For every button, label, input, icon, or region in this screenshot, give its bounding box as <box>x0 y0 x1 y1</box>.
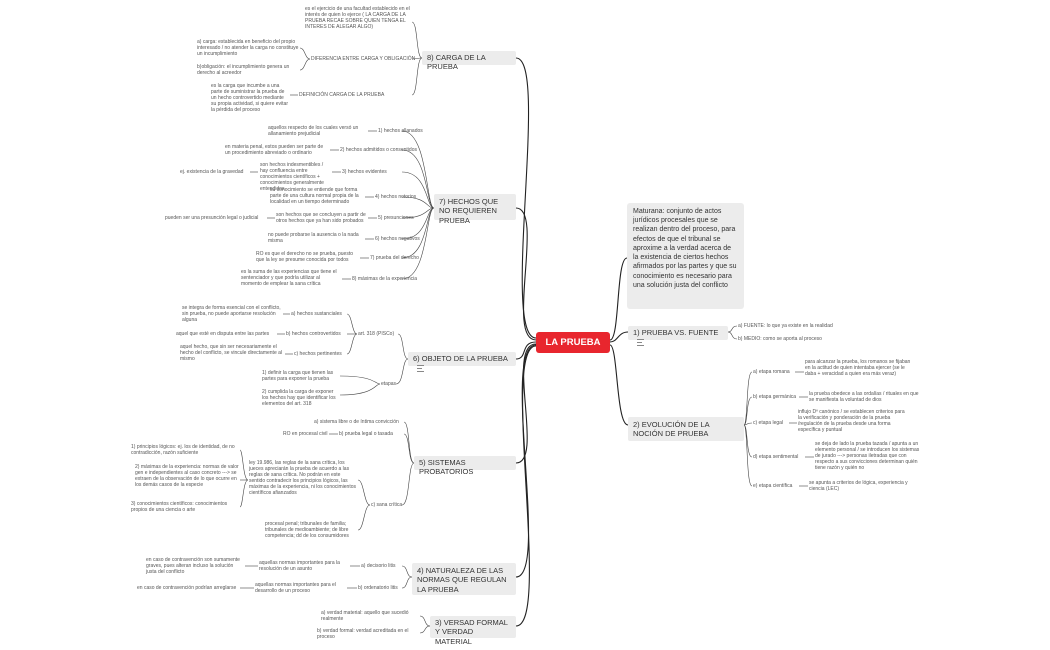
definition-note[interactable]: Maturana: conjunto de actos jurídicos pr… <box>627 203 744 309</box>
topic6-art-318[interactable]: art. 318 (PISCo) <box>358 331 395 337</box>
topic-label: 1) PRUEBA VS. FUENTE <box>633 328 719 337</box>
topic-naturaleza-normas[interactable]: 4) NATURALEZA DE LAS NORMAS QUE REGULAN … <box>412 563 516 595</box>
topic4-decisorio-litis-text[interactable]: aquellas normas importantes para la reso… <box>259 560 340 573</box>
topic7-item-1[interactable]: 1) hechos allanados <box>378 128 423 134</box>
topic4-decisorio-litis-note[interactable]: en caso de contravención son sumamente g… <box>146 557 240 576</box>
topic6-etapa-1[interactable]: 1) definir la carga que tienen las parte… <box>262 370 334 383</box>
topic8-diff-carga[interactable]: a) carga: establecida en beneficio del p… <box>197 39 299 58</box>
topic7-item-6[interactable]: 6) hechos negativos <box>375 236 420 242</box>
topic-objeto-de-la-prueba[interactable]: 6) OBJETO DE LA PRUEBA <box>408 352 516 372</box>
topic2-etapa-germanica-text[interactable]: la prueba obedece a las ordalías / ritua… <box>809 391 919 404</box>
topic2-etapa-sentimental-text[interactable]: se deja de lado la prueba tazada / apunt… <box>815 441 920 472</box>
topic5-sana-critica-text-2[interactable]: procesal penal; tribunales de familia; t… <box>265 521 349 540</box>
topic2-etapa-legal[interactable]: c) etapa legal <box>753 420 784 426</box>
topic8-definicion-text[interactable]: es la carga que incumbe a una parte de s… <box>211 83 288 114</box>
topic7-item-2[interactable]: 2) hechos admitidos o consentidos <box>340 147 417 153</box>
notes-icon <box>637 338 644 346</box>
topic6-hechos-sustanciales-text[interactable]: se integra de forma esencial con el conf… <box>182 305 281 324</box>
topic-carga-de-la-prueba[interactable]: 8) CARGA DE LA PRUEBA <box>422 51 516 71</box>
topic2-etapa-romana[interactable]: a) etapa romana <box>753 369 790 375</box>
topic5-prueba-legal-note[interactable]: RO en procesal civil <box>283 431 328 437</box>
topic4-ordenatorio-litis[interactable]: b) ordenatorio litis <box>358 585 398 591</box>
root-topic[interactable]: LA PRUEBA <box>536 332 610 353</box>
topic7-item-3[interactable]: 3) hechos evidentes <box>342 169 387 175</box>
topic-verdad-formal-material[interactable]: 3) VERSAD FORMAL Y VERDAD MATERIAL <box>430 616 516 646</box>
topic7-item-3-note[interactable]: ej. existencia de la gravedad <box>180 169 244 175</box>
topic6-hechos-sustanciales[interactable]: a) hechos sustanciales <box>291 311 342 317</box>
topic7-item-1-text[interactable]: aquellos respecto de los cuales versó un… <box>268 125 359 138</box>
topic7-item-4[interactable]: 4) hechos notorios <box>375 194 417 200</box>
topic7-item-3-text[interactable]: son hechos indesmentibles / hay confluen… <box>260 162 324 193</box>
topic8-diferencia[interactable]: DIFERENCIA ENTRE CARGA Y OBLIGACIÓN <box>311 56 416 62</box>
topic7-item-5[interactable]: 5) presunciones <box>378 215 414 221</box>
topic3-verdad-material[interactable]: a) verdad material: aquello que sucedió … <box>321 610 409 623</box>
topic7-item-6-text[interactable]: no puede probarse la ausencia o la nada … <box>268 232 359 245</box>
topic3-verdad-formal[interactable]: b) verdad formal: verdad acreditada en e… <box>317 628 409 641</box>
topic8-top-text[interactable]: es el ejercicio de una facultad establec… <box>305 6 410 31</box>
topic7-item-2-text[interactable]: en materia penal, estos pueden ser parte… <box>225 144 324 157</box>
topic8-definicion[interactable]: DEFINICIÓN CARGA DE LA PRUEBA <box>299 92 385 98</box>
topic6-etapa-2[interactable]: 2) cumplida la carga de exponer los hech… <box>262 389 336 408</box>
topic7-item-5-note[interactable]: pueden ser una presunción legal o judici… <box>165 215 259 221</box>
topic2-etapa-sentimental[interactable]: d) etapa sentimental <box>753 454 799 460</box>
notes-icon <box>417 364 424 372</box>
topic-evolucion[interactable]: 2) EVOLUCIÓN DE LA NOCIÓN DE PRUEBA <box>628 417 744 441</box>
topic6-hechos-pertinentes-text[interactable]: aquel hecho, que sin ser necesariamente … <box>180 344 283 363</box>
topic7-item-4-text[interactable]: su conocimiento se entiende que forma pa… <box>270 187 359 206</box>
topic8-diff-obligacion[interactable]: b)obligación: el incumplimiento genera u… <box>197 64 290 77</box>
topic5-prueba-legal[interactable]: b) prueba legal o tasada <box>339 431 393 437</box>
topic2-etapa-cientifica[interactable]: e) etapa científica <box>753 483 793 489</box>
topic-prueba-vs-fuente[interactable]: 1) PRUEBA VS. FUENTE <box>628 326 728 346</box>
topic2-etapa-romana-text[interactable]: para alcanzar la prueba, los romanos se … <box>805 359 911 378</box>
topic6-hechos-pertinentes[interactable]: c) hechos pertinentes <box>294 351 342 357</box>
topic7-item-8[interactable]: 8) máximas de la experiencia <box>352 276 418 282</box>
topic2-etapa-germanica[interactable]: b) etapa germánica <box>753 394 797 400</box>
topic6-etapas[interactable]: etapas <box>381 381 397 387</box>
topic6-hechos-controvertidos-text[interactable]: aquel que esté en disputa entre las part… <box>176 331 270 337</box>
topic2-etapa-cientifica-text[interactable]: se apunta a criterios de lógica, experie… <box>809 480 908 493</box>
topic5-sana-critica[interactable]: c) sana crítica <box>371 502 403 508</box>
topic1-item-medio[interactable]: b) MEDIO: como se aporta al proceso <box>738 336 822 342</box>
topic2-etapa-legal-text[interactable]: influjo Dº canónico / se establecen crit… <box>798 409 905 434</box>
topic5-conocimientos-cientificos[interactable]: 3) conocimientos científicos: conocimien… <box>131 501 228 514</box>
topic1-item-fuente[interactable]: a) FUENTE: lo que ya existe en la realid… <box>738 323 833 329</box>
topic4-decisorio-litis[interactable]: a) decisorio litis <box>361 563 396 569</box>
topic7-item-8-text[interactable]: es la suma de las experiencias que tiene… <box>241 269 337 288</box>
topic7-item-5-text[interactable]: son hechos que se concluyen a partir de … <box>276 212 366 225</box>
topic4-ordenatorio-litis-note[interactable]: en caso de contravención podrían arregla… <box>137 585 237 591</box>
topic-sistemas-probatorios[interactable]: 5) SISTEMAS PROBATORIOS <box>414 456 516 476</box>
topic-hechos-no-requieren-prueba[interactable]: 7) HECHOS QUE NO REQUIEREN PRUEBA <box>434 194 516 225</box>
topic4-ordenatorio-litis-text[interactable]: aquellas normas importantes para el desa… <box>255 582 336 595</box>
topic7-item-7-text[interactable]: RO es que el derecho no se prueba, puest… <box>256 251 354 264</box>
topic5-principios-logicos[interactable]: 1) principios lógicos: ej. los de identi… <box>131 444 235 457</box>
topic-label: 6) OBJETO DE LA PRUEBA <box>413 354 508 363</box>
topic6-hechos-controvertidos[interactable]: b) hechos controvertidos <box>286 331 341 337</box>
topic5-maximas-experiencia[interactable]: 2) máximas de la experiencia: normas de … <box>135 464 239 489</box>
topic5-sana-critica-text-1[interactable]: ley 19.986, las reglas de la sana crític… <box>249 460 356 497</box>
topic7-item-7[interactable]: 7) prueba del derecho <box>370 255 419 261</box>
topic5-sistema-libre[interactable]: a) sistema libre o de íntima convicción <box>314 419 399 425</box>
